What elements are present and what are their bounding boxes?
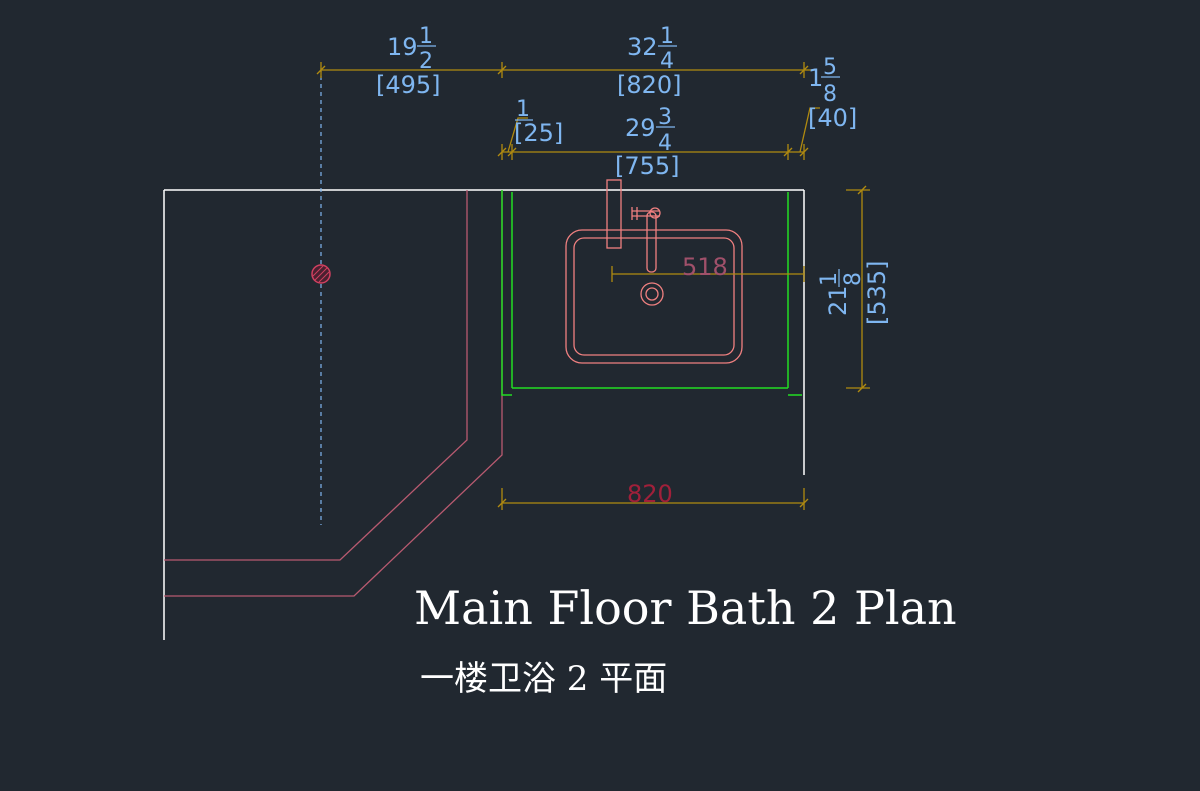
dim-6-group: 21 1 8	[817, 269, 866, 316]
dim-2-metric: [820]	[617, 71, 682, 99]
dim-4-num: 1	[516, 97, 530, 122]
dim-5-num: 3	[658, 105, 672, 130]
dim-slash-4	[497, 147, 507, 157]
dim-6-den: 8	[841, 272, 866, 286]
dim-5-metric: [755]	[615, 152, 680, 180]
dim-slash-1	[316, 65, 326, 75]
drain-inner-icon	[645, 287, 659, 301]
dimension-lines	[316, 62, 870, 510]
dim-2-den: 4	[660, 49, 674, 74]
faucet-knob-icon	[649, 207, 661, 219]
dim-bottom-width: 820	[627, 480, 673, 508]
dim-6-metric-group: [535]	[863, 260, 891, 325]
dim-1-metric: [495]	[376, 71, 441, 99]
dim-1-whole: 19	[387, 33, 418, 61]
dim-slash-12	[497, 498, 507, 508]
leader-small-right	[799, 107, 820, 153]
sink-basin-outer	[565, 229, 743, 364]
sink-basin-inner	[573, 237, 735, 356]
dim-2-num: 1	[660, 24, 674, 49]
faucet-spout	[646, 211, 657, 273]
dim-3-num: 5	[823, 55, 837, 80]
dim-6-metric: [535]	[863, 260, 891, 325]
valve-hatch-2	[312, 265, 324, 277]
dim-3-den: 8	[823, 82, 837, 107]
valve-hatch-3	[318, 271, 330, 283]
dim-6-num: 1	[817, 272, 842, 286]
dim-5-den: 4	[658, 131, 672, 156]
dim-sink-offset: 518	[682, 253, 728, 281]
sink	[565, 179, 743, 364]
drawing-title: Main Floor Bath 2 Plan	[414, 581, 957, 635]
shower-valve-icon	[311, 264, 331, 284]
dim-3-whole: 1	[808, 64, 823, 92]
dim-5-whole: 29	[625, 114, 656, 142]
dimension-labels: 19 1 2 [495] 32 1 4 [820] 1 5 8 [40] 1 […	[376, 24, 891, 508]
dim-3-metric: [40]	[808, 104, 857, 132]
walls	[163, 189, 805, 640]
dim-4-metric: [25]	[514, 119, 563, 147]
valve-hatch-1	[314, 267, 328, 281]
drain-outer-icon	[640, 282, 664, 306]
dim-slash-6	[783, 147, 793, 157]
dim-slash-9	[857, 383, 867, 393]
dim-1-num: 1	[419, 24, 433, 49]
cabinet-left-edge	[501, 190, 512, 396]
dim-6-whole: 21	[824, 285, 852, 316]
dim-1-den: 2	[419, 49, 433, 74]
drawing-subtitle: 一楼卫浴 2 平面	[420, 659, 667, 699]
faucet-handle	[606, 179, 622, 249]
leader-small-left	[507, 117, 528, 153]
dim-slash-13	[799, 498, 809, 508]
vanity-cabinet	[501, 190, 802, 396]
dim-slash-8	[857, 185, 867, 195]
dim-2-whole: 32	[627, 33, 658, 61]
dim-slash-2	[497, 65, 507, 75]
shower-inner-edge	[164, 190, 468, 561]
dim-slash-7	[799, 147, 809, 157]
dim-slash-5	[507, 147, 517, 157]
